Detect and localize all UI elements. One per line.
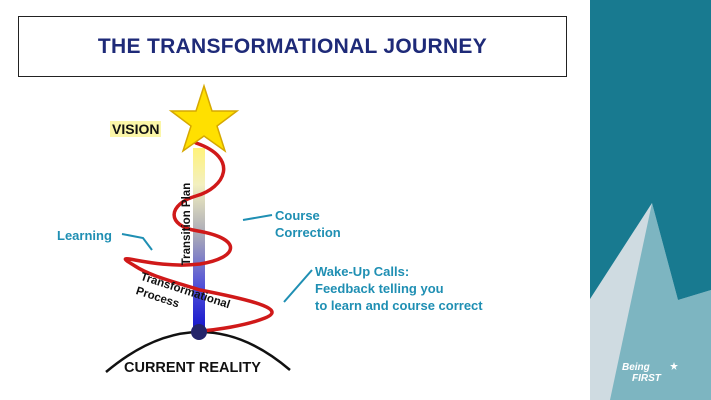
wake-up-line2: Feedback telling you — [315, 281, 444, 296]
wake-up-calls-label: Wake-Up Calls: Feedback telling you to l… — [315, 263, 483, 314]
transition-plan-label: Transition Plan — [181, 182, 193, 266]
transformational-process-spiral — [123, 141, 274, 333]
wake-up-line1: Wake-Up Calls: — [315, 264, 410, 279]
wake-up-line3: to learn and course correct — [315, 298, 483, 313]
course-correction-line1: Course — [275, 208, 320, 223]
current-reality-point — [191, 324, 207, 340]
wake-up-leader-line — [283, 269, 313, 303]
decorative-star-icon — [590, 203, 711, 400]
brand-line1: Being — [622, 362, 650, 373]
title-box: THE TRANSFORMATIONAL JOURNEY — [18, 16, 567, 77]
course-correction-line2: Correction — [275, 225, 341, 240]
learning-label: Learning — [57, 228, 112, 243]
course-correction-label: Course Correction — [275, 207, 341, 241]
brand-star-icon — [670, 362, 678, 370]
page-title: THE TRANSFORMATIONAL JOURNEY — [97, 34, 488, 58]
journey-diagram — [105, 83, 313, 373]
vision-label: VISION — [110, 121, 162, 137]
course-correction-leader-line — [242, 214, 273, 221]
side-panel — [590, 0, 711, 400]
brand-line2: FIRST — [632, 373, 661, 384]
star-icon — [168, 83, 240, 153]
brand-logo: Being FIRST — [622, 362, 678, 384]
learning-leader-line — [121, 233, 153, 251]
current-reality-label: CURRENT REALITY — [124, 360, 261, 376]
